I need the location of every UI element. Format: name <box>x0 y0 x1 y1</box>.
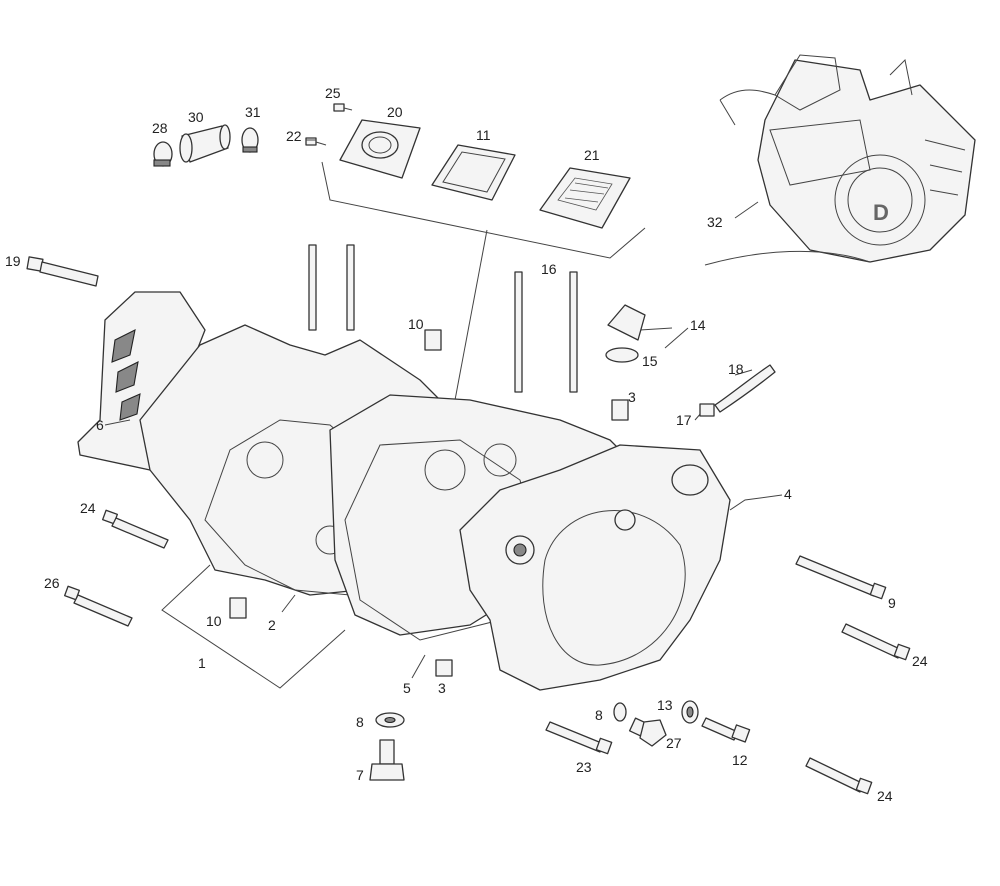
bolt-24a <box>102 509 169 549</box>
label-13: 13 <box>657 697 673 713</box>
label-24a: 24 <box>80 500 96 516</box>
reed-manifold-20 <box>339 119 421 179</box>
drain-plug-7 <box>369 739 405 781</box>
label-17: 17 <box>676 412 692 428</box>
label-14: 14 <box>690 317 706 333</box>
part-labels: 1 2 3 3 4 5 6 7 8 8 9 10 10 11 12 13 14 … <box>5 85 928 804</box>
label-1: 1 <box>198 655 206 671</box>
bolt-12 <box>701 717 751 743</box>
label-24b: 24 <box>912 653 928 669</box>
label-10b: 10 <box>206 613 222 629</box>
label-3b: 3 <box>438 680 446 696</box>
label-21: 21 <box>584 147 600 163</box>
label-32: 32 <box>707 214 723 230</box>
clamp-31 <box>241 127 259 153</box>
label-19: 19 <box>5 253 21 269</box>
intake-group <box>153 103 646 401</box>
bolt-23 <box>545 721 613 755</box>
plug-27 <box>628 717 667 747</box>
label-25: 25 <box>325 85 341 101</box>
bolt-26 <box>64 585 133 627</box>
screw-25 <box>333 103 353 112</box>
dowel-3a <box>611 399 629 421</box>
intake-bracket <box>321 161 646 259</box>
filler-cap-14 <box>605 304 646 363</box>
hose-18 <box>714 364 776 413</box>
label-8b: 8 <box>595 707 603 723</box>
label-16: 16 <box>541 261 557 277</box>
label-11: 11 <box>476 127 491 143</box>
label-20: 20 <box>387 104 403 120</box>
label-3a: 3 <box>628 389 636 405</box>
label-23: 23 <box>576 759 592 775</box>
bolt-24c <box>805 757 873 795</box>
bolt-24b <box>841 623 911 661</box>
label-7: 7 <box>356 767 364 783</box>
fitting-17 <box>699 403 715 417</box>
label-8a: 8 <box>356 714 364 730</box>
intake-leader <box>454 229 488 401</box>
label-5: 5 <box>403 680 411 696</box>
label-15: 15 <box>642 353 658 369</box>
skid-plate-slots <box>111 329 141 421</box>
washer-8b <box>613 702 627 722</box>
leader-1 <box>161 564 346 689</box>
reed-valve-21 <box>539 167 631 229</box>
logo-letter: D <box>873 200 889 225</box>
intake-rubber-30 <box>179 124 231 163</box>
loose-parts <box>26 256 911 795</box>
label-2: 2 <box>268 617 276 633</box>
label-28: 28 <box>152 120 168 136</box>
gasket-5 <box>344 439 541 641</box>
label-9: 9 <box>888 595 896 611</box>
dowel-10b <box>229 597 247 619</box>
engine-thumbnail-32: D <box>704 54 976 266</box>
label-31: 31 <box>245 104 261 120</box>
studs-16 <box>308 244 578 393</box>
bolt-9 <box>795 555 887 600</box>
label-22: 22 <box>286 128 302 144</box>
label-30: 30 <box>188 109 204 125</box>
dowel-10a <box>424 329 442 351</box>
bolt-19 <box>26 256 99 287</box>
label-6: 6 <box>96 417 104 433</box>
label-18: 18 <box>728 361 744 377</box>
dowel-3b <box>435 659 453 677</box>
clamp-28 <box>153 141 173 167</box>
label-4: 4 <box>784 486 792 502</box>
leader-lines <box>104 139 783 689</box>
label-27: 27 <box>666 735 682 751</box>
label-10a: 10 <box>408 316 424 332</box>
gasket-11 <box>431 144 516 201</box>
screw-22 <box>305 137 327 146</box>
clutch-cover-4 <box>459 444 731 691</box>
label-24c: 24 <box>877 788 893 804</box>
label-12: 12 <box>732 752 748 768</box>
label-26: 26 <box>44 575 60 591</box>
crankcase-assembly <box>77 244 731 691</box>
